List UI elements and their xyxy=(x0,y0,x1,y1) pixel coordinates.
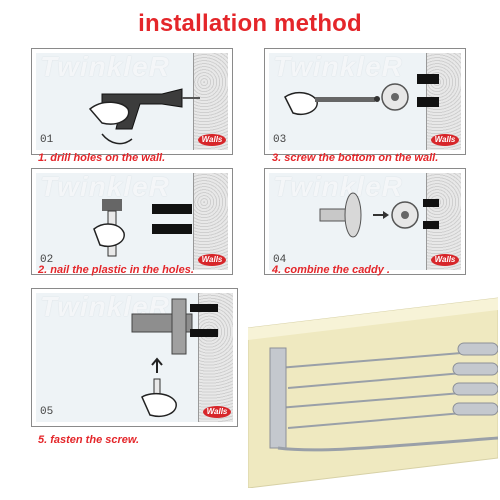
page-title: installation method xyxy=(138,10,362,37)
step-number: 05 xyxy=(40,406,54,418)
step-panel-1: TwinkleR 01 Walls xyxy=(31,48,233,155)
step-caption-3: 3. screw the bottom on the wall. xyxy=(272,152,439,164)
step-number: 03 xyxy=(273,134,287,146)
walls-logo: Walls xyxy=(431,134,459,146)
brand-watermark: TwinkleR xyxy=(273,171,403,202)
step-number: 01 xyxy=(40,134,54,146)
fasten-screw-icon xyxy=(131,298,218,417)
step-panel-5: TwinkleR 05 Walls xyxy=(31,288,238,427)
towel-rack-photo xyxy=(248,297,498,488)
walls-logo: Walls xyxy=(198,254,226,266)
step-panel-3: TwinkleR 03 Walls xyxy=(264,48,466,155)
step-caption-2: 2. nail the plastic in the holes. xyxy=(38,264,194,276)
drill-icon xyxy=(88,88,200,145)
walls-logo: Walls xyxy=(203,406,231,418)
brand-watermark: TwinkleR xyxy=(273,51,403,82)
brand-watermark: TwinkleR xyxy=(40,51,170,82)
step-panel-2: TwinkleR 02 Walls xyxy=(31,168,233,275)
step-caption-1: 1. drill holes on the wall. xyxy=(38,152,166,164)
wall-texture xyxy=(193,173,228,270)
hammer-icon xyxy=(93,199,192,257)
walls-logo: Walls xyxy=(431,254,459,266)
step-caption-5: 5. fasten the screw. xyxy=(38,434,140,446)
walls-logo: Walls xyxy=(198,134,226,146)
combine-icon xyxy=(319,192,439,238)
step-caption-4: 4. combine the caddy . xyxy=(272,264,390,276)
screwdriver-icon xyxy=(284,74,439,115)
step-number: 02 xyxy=(40,254,54,266)
brand-watermark: TwinkleR xyxy=(40,171,170,202)
step-panel-4: TwinkleR 04 Walls xyxy=(264,168,466,275)
wall-texture xyxy=(198,293,233,422)
wall-texture xyxy=(193,53,228,150)
step-number: 04 xyxy=(273,254,287,266)
